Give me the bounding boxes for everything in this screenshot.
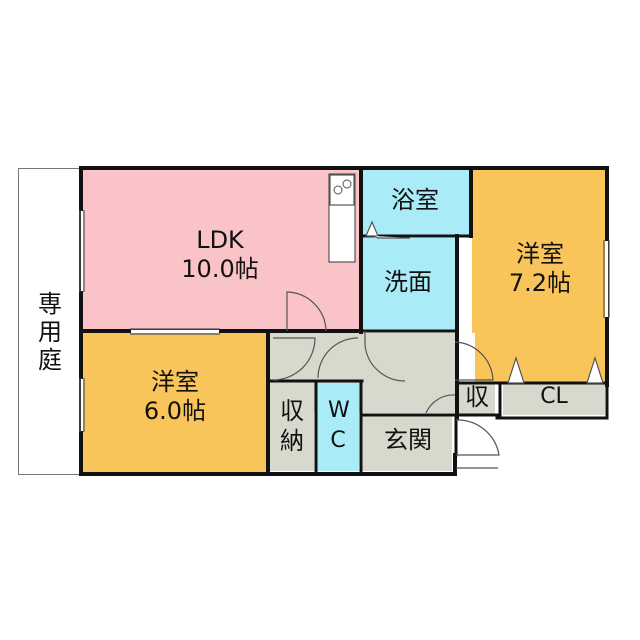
ldk-label: LDK 10.0帖 [150, 226, 290, 284]
washroom [363, 238, 455, 330]
western-room-a [472, 170, 606, 383]
entrance [362, 416, 452, 471]
ldk-size: 10.0帖 [181, 254, 259, 283]
western-room-a-label: 洋室 7.2帖 [480, 240, 600, 298]
storage-small-name: 収 [465, 383, 489, 411]
western-room-b-label: 洋室 6.0帖 [110, 368, 240, 426]
western-room-b-size: 6.0帖 [143, 396, 207, 425]
private-garden-label: 専用庭 [38, 290, 62, 374]
storage-tall [270, 383, 314, 471]
storage-small [457, 383, 495, 415]
western-room-b-name: 洋室 [151, 368, 199, 396]
ldk-name: LDK [196, 226, 244, 254]
bathroom-name: 浴室 [391, 186, 439, 214]
closet [503, 383, 605, 415]
private-garden [18, 168, 80, 475]
toilet-label: WC [328, 398, 350, 453]
washroom-name: 洗面 [384, 268, 432, 296]
washroom-label: 洗面 [370, 268, 446, 297]
western-room-a-size: 7.2帖 [508, 268, 572, 297]
western-room-a-name: 洋室 [516, 240, 564, 268]
western-room-b [83, 333, 267, 473]
closet-label: CL [503, 384, 605, 410]
storage-tall-label: 収納 [280, 397, 304, 455]
toilet [317, 383, 359, 471]
storage-small-label: 収 [458, 383, 496, 412]
bathroom [363, 170, 469, 235]
entrance-name: 玄関 [384, 426, 432, 454]
closet-name: CL [540, 384, 568, 409]
bathroom-label: 浴室 [375, 186, 455, 215]
entrance-label: 玄関 [366, 426, 450, 455]
